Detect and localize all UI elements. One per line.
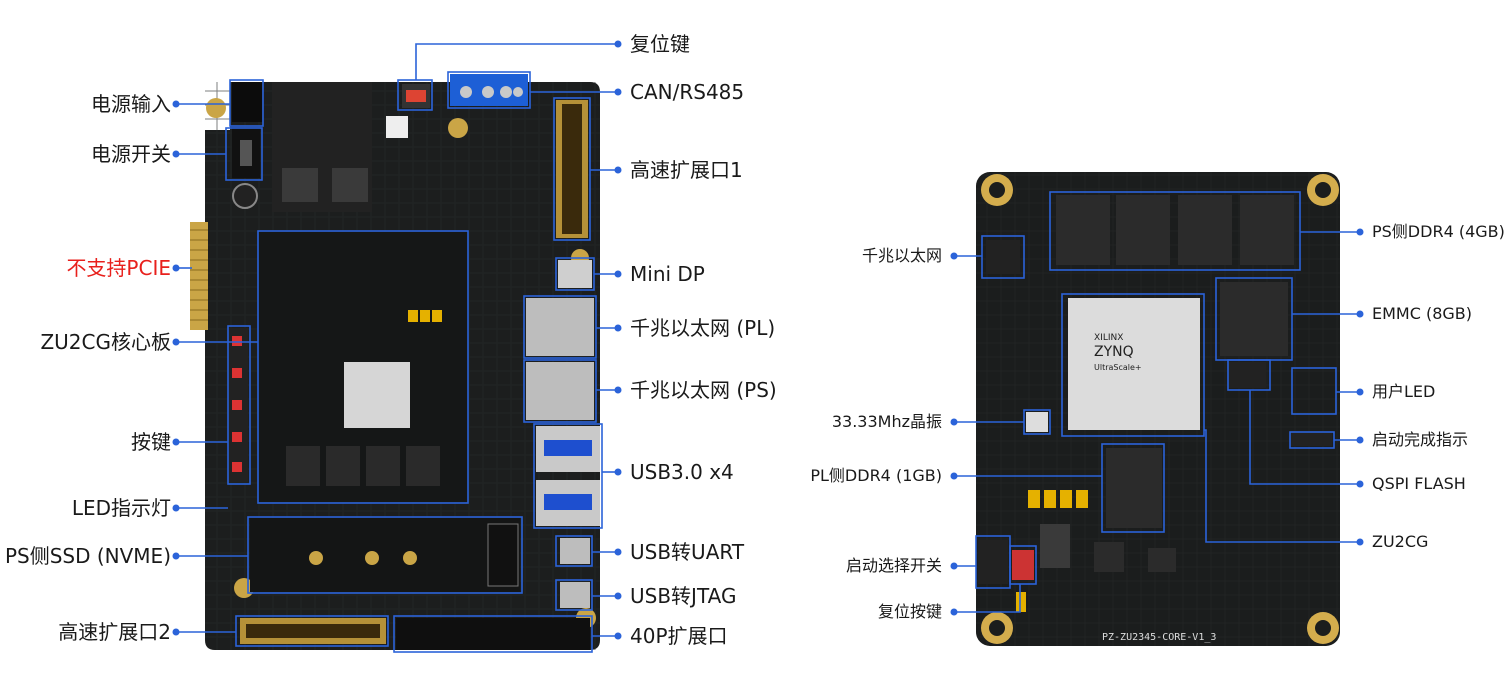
label-user-led: 用户LED: [1372, 382, 1436, 401]
label-40p-header: 40P扩展口: [630, 624, 728, 648]
core-silkscreen: PZ-ZU2345-CORE-V1_3: [1102, 632, 1216, 643]
label-eth-pl: 千兆以太网 (PL): [630, 316, 776, 340]
label-boot-done: 启动完成指示: [1372, 430, 1469, 449]
label-mini-dp: Mini DP: [630, 262, 705, 286]
label-hs-conn-1: 高速扩展口1: [630, 158, 743, 182]
label-usb-uart: USB转UART: [630, 540, 745, 564]
pcie-fingers: [190, 222, 208, 330]
label-core-board: ZU2CG核心板: [40, 330, 171, 354]
label-power-input: 电源输入: [91, 92, 171, 116]
label-led: LED指示灯: [71, 496, 171, 520]
label-pl-ddr4: PL侧DDR4 (1GB): [810, 466, 942, 485]
label-can-rs485: CAN/RS485: [630, 80, 745, 104]
label-oscillator: 33.33Mhz晶振: [831, 412, 942, 431]
label-usb3: USB3.0 x4: [630, 460, 734, 484]
carrier-board: [190, 74, 600, 650]
label-power-switch: 电源开关: [91, 142, 171, 166]
label-boot-switch: 启动选择开关: [845, 556, 942, 575]
callout-lines: [176, 43, 1360, 653]
label-buttons: 按键: [131, 430, 171, 454]
label-zu2cg: ZU2CG: [1372, 532, 1429, 551]
label-ssd: PS侧SSD (NVME): [4, 544, 171, 568]
label-emmc: EMMC (8GB): [1372, 304, 1473, 323]
label-ps-ddr4: PS侧DDR4 (4GB): [1372, 222, 1505, 241]
label-hs-conn-2: 高速扩展口2: [58, 620, 171, 644]
chip-subfamily: UltraScale+: [1094, 363, 1142, 372]
callout-dots: [172, 40, 1364, 640]
label-qspi: QSPI FLASH: [1372, 474, 1466, 493]
label-core-ethernet: 千兆以太网: [861, 246, 942, 265]
label-eth-ps: 千兆以太网 (PS): [630, 378, 777, 402]
label-reset-button: 复位按键: [877, 602, 942, 621]
core-board: [976, 172, 1340, 646]
label-usb-jtag: USB转JTAG: [630, 584, 737, 608]
chip-family: ZYNQ: [1094, 344, 1134, 360]
label-no-pcie: 不支持PCIE: [66, 256, 171, 280]
label-reset-key: 复位键: [630, 32, 690, 56]
chip-brand: XILINX: [1094, 333, 1123, 343]
